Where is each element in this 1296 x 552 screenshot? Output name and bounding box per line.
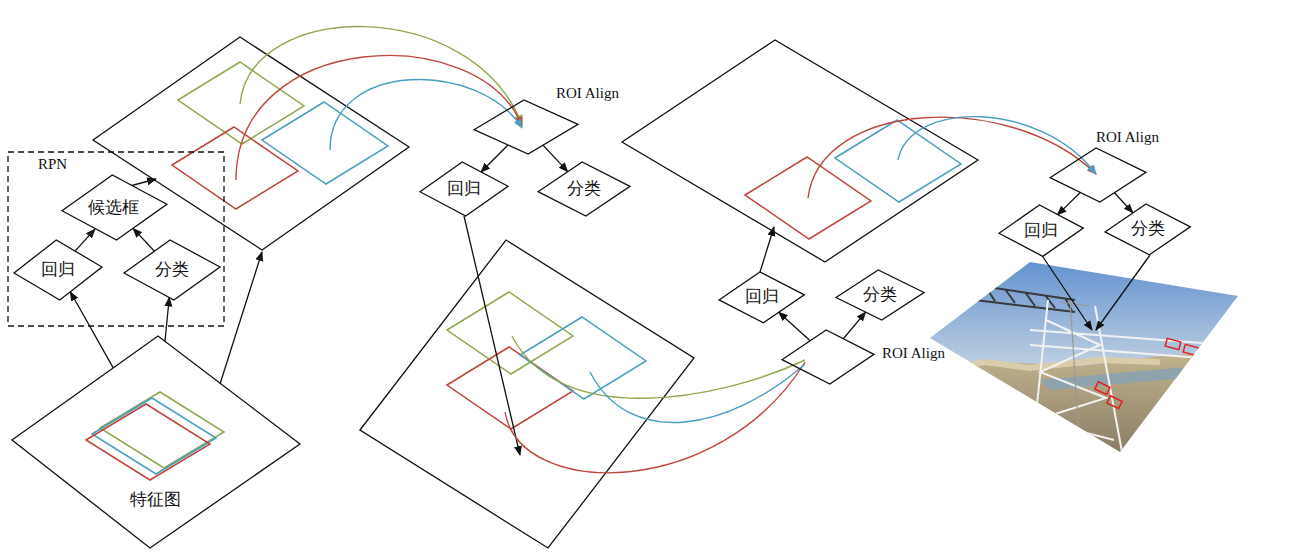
detection-box — [1183, 344, 1199, 355]
flow-arrow — [779, 312, 810, 341]
node-label: 分类 — [567, 179, 601, 199]
node-label: 分类 — [1131, 219, 1165, 239]
roi-align-label: ROI Align — [1096, 128, 1159, 146]
anchor-box — [86, 404, 210, 480]
photo-truss — [975, 285, 1075, 312]
roi-curve — [330, 79, 522, 150]
flow-arrow — [843, 312, 865, 339]
flow-arrow — [1043, 257, 1092, 330]
photo-water — [1040, 362, 1245, 390]
flow-arrow — [543, 145, 568, 172]
node-label: 回归 — [745, 287, 779, 307]
flow-arrow — [1114, 193, 1133, 213]
diamond-outline — [782, 330, 874, 384]
roi-curve — [236, 55, 522, 180]
diamond-border — [420, 162, 508, 216]
flow-arrow — [70, 292, 113, 368]
roi-box — [262, 102, 388, 184]
roi-box — [447, 347, 573, 429]
roi-curve — [590, 364, 805, 423]
node-label: 分类 — [863, 285, 897, 305]
roi-curve — [898, 117, 1096, 174]
regression-diamond: 回归 — [420, 162, 508, 216]
detection-box — [1165, 338, 1181, 349]
detection-box — [1095, 382, 1110, 395]
roi-align-diamond: ROI Align — [474, 100, 578, 154]
roi-box — [447, 292, 573, 374]
roi-align-label: ROI Align — [556, 84, 619, 102]
flow-arrow — [130, 179, 156, 186]
flow-arrow — [760, 227, 774, 272]
roi-curve — [505, 362, 805, 473]
diamond-border — [62, 175, 167, 240]
flow-arrow — [165, 297, 169, 341]
detection-box — [1107, 396, 1122, 409]
classification-diamond: 分类 — [836, 270, 924, 320]
node-label: 候选框 — [88, 198, 139, 218]
node-label: 回归 — [447, 179, 481, 199]
region-title: RPN — [38, 155, 67, 173]
diamond-outline — [1050, 148, 1146, 202]
plane-outline — [12, 336, 300, 548]
photo-sky — [925, 255, 1245, 380]
plane-border — [12, 336, 300, 548]
diamond-border — [782, 330, 874, 384]
regression-diamond: 回归 — [999, 205, 1083, 256]
diamond-border — [836, 270, 924, 320]
node-label: 分类 — [155, 260, 189, 280]
roi-align-diamond: ROI Align — [1050, 148, 1146, 202]
diamond-border — [1050, 148, 1146, 202]
diamond-border — [719, 272, 804, 323]
flow-arrow — [133, 228, 154, 251]
roi-box — [172, 127, 298, 209]
roi-box — [835, 120, 961, 202]
diamond-outline — [474, 100, 578, 154]
node-label: 回归 — [41, 260, 75, 280]
regression-diamond: 回归 — [14, 240, 102, 300]
rpn-region: RPN 候选框回归 分类 — [8, 152, 224, 326]
photo-tower — [1030, 300, 1240, 452]
feature-plane — [622, 40, 978, 262]
roi-curve — [512, 336, 805, 398]
flow-arrow — [464, 216, 520, 455]
classification-diamond: 分类 — [124, 240, 220, 300]
diamond-border — [14, 240, 102, 300]
roi-box — [520, 317, 646, 399]
roi-curve — [808, 117, 1096, 198]
node-label: 回归 — [1024, 221, 1058, 241]
classification-diamond: 分类 — [538, 162, 630, 216]
node-label: 特征图 — [130, 490, 181, 510]
roi-curve — [240, 27, 522, 124]
flow-arrow — [481, 145, 508, 172]
classification-diamond: 分类 — [1105, 204, 1190, 255]
diamond-border — [124, 240, 220, 300]
flow-arrow — [1096, 255, 1150, 330]
diamond-border — [538, 162, 630, 216]
rect-border — [8, 152, 224, 326]
flow-arrow — [75, 229, 95, 251]
diamond-border — [474, 100, 578, 154]
photo-tower — [1060, 300, 1090, 452]
feature-plane — [360, 240, 694, 548]
flow-arrow — [1057, 192, 1080, 214]
diamond-border — [1105, 204, 1190, 255]
proposal-diamond: 候选框 — [62, 175, 167, 240]
detection-photo — [925, 255, 1245, 460]
roi-align-diamond: ROI Align — [782, 330, 874, 384]
feature-map-plane: 特征图 — [12, 336, 300, 548]
flow-arrow — [220, 252, 262, 384]
regression-diamond: 回归 — [719, 272, 804, 323]
diamond-border — [999, 205, 1083, 256]
roi-align-label: ROI Align — [882, 344, 945, 362]
